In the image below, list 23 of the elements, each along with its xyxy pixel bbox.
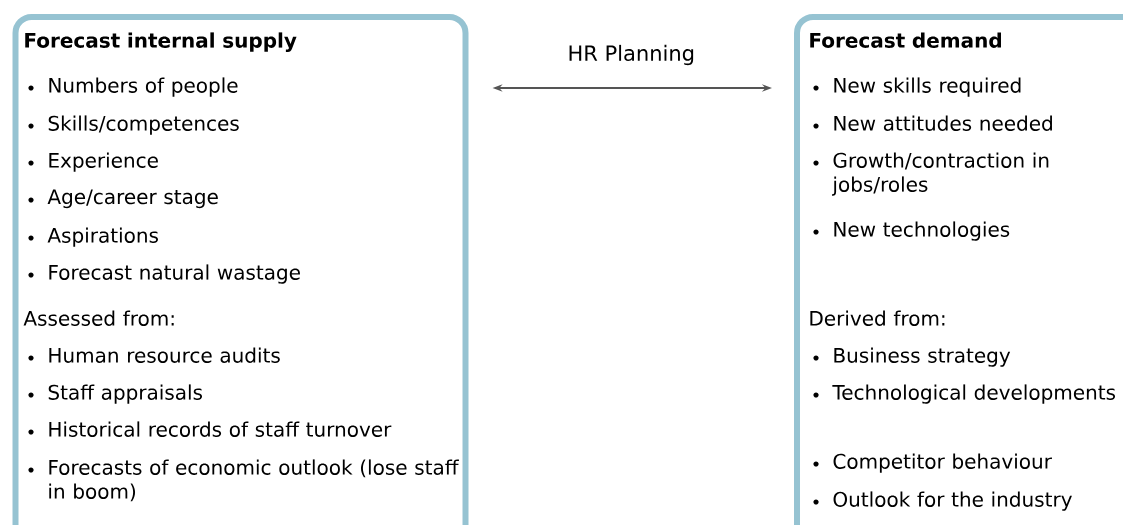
list-item: Forecasts of economic outlook (lose staff in boom): [49, 459, 459, 502]
list-item: New attitudes needed: [834, 115, 1052, 131]
list-item: Aspirations: [47, 227, 158, 247]
subheading: Assessed from:: [23, 310, 174, 326]
subheading: Derived from:: [810, 310, 945, 326]
list-item: New skills required: [834, 77, 1021, 97]
list-item: Outlook for the industry: [833, 491, 1072, 511]
list-item: Competitor behaviour: [833, 453, 1052, 473]
list-item: Age/career stage: [47, 189, 218, 209]
list-item: Staff appraisals: [48, 384, 203, 404]
list-item: Growth/contraction in jobs/roles: [832, 152, 1049, 196]
list-item: Historical records of staff turnover: [49, 421, 392, 437]
list-item: New technologies: [834, 221, 1010, 241]
list-item: Experience: [49, 152, 158, 172]
list-item: Skills/competences: [48, 115, 239, 135]
edge-label: HR Planning: [565, 42, 697, 68]
list-item: Business strategy: [834, 347, 1011, 367]
list-item: Forecast natural wastage: [49, 264, 300, 284]
list-item: Technological developments: [832, 384, 1116, 404]
list-item: Numbers of people: [49, 77, 238, 97]
heading: Forecast demand: [810, 32, 1001, 48]
list-item: Human resource audits: [49, 347, 280, 363]
heading: Forecast internal supply: [25, 32, 297, 52]
